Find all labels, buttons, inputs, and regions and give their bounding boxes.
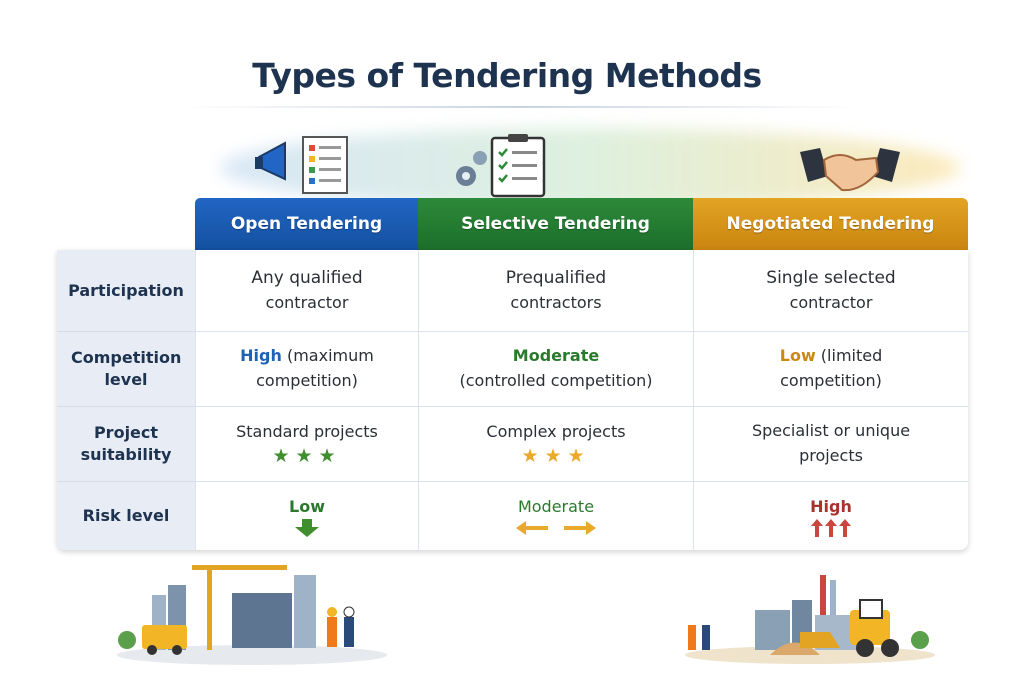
cell-negotiated-competition: Low (limited competition) bbox=[693, 332, 968, 407]
cell-text: Specialist or unique bbox=[751, 421, 911, 441]
row-label-participation: Participation bbox=[57, 250, 195, 332]
cell-selective-suitability: Complex projects ★★★ bbox=[418, 407, 693, 482]
tendering-comparison-table: Open Tendering Selective Tendering Negot… bbox=[57, 198, 968, 550]
row-label-project-suitability: Project suitability bbox=[57, 407, 195, 482]
cell-text: (controlled competition) bbox=[459, 371, 653, 390]
cell-negotiated-risk: High bbox=[693, 482, 968, 550]
left-right-arrow-icon bbox=[516, 521, 596, 536]
handshake-icon bbox=[800, 148, 900, 192]
down-arrow-icon bbox=[295, 519, 319, 538]
cell-selective-participation: Prequalified contractors bbox=[418, 250, 693, 332]
cell-negotiated-participation: Single selected contractor bbox=[693, 250, 968, 332]
cell-text: contractor bbox=[789, 293, 873, 313]
risk-value: Moderate bbox=[517, 496, 595, 516]
cell-text: Prequalified bbox=[505, 267, 607, 288]
cell-text: competition) bbox=[256, 371, 358, 390]
competition-level-low: Low bbox=[779, 346, 816, 366]
clipboard-checklist-icon bbox=[456, 134, 546, 198]
cell-open-participation: Any qualified contractor bbox=[195, 250, 418, 332]
construction-site-illustration-left bbox=[117, 565, 387, 665]
cell-open-competition: High (maximum competition) bbox=[195, 332, 418, 407]
cell-selective-risk: Moderate bbox=[418, 482, 693, 550]
cell-open-risk: Low bbox=[195, 482, 418, 550]
cell-open-suitability: Standard projects ★★★ bbox=[195, 407, 418, 482]
row-label-text: Competition level bbox=[71, 348, 182, 389]
cell-text: contractor bbox=[265, 293, 349, 313]
cell-text: Standard projects bbox=[236, 422, 378, 442]
cell-text: competition) bbox=[780, 371, 882, 390]
risk-value: Low bbox=[289, 496, 325, 516]
column-header-negotiated-tendering: Negotiated Tendering bbox=[693, 198, 968, 250]
cell-text: Single selected bbox=[766, 267, 896, 288]
competition-level-high: High bbox=[240, 346, 282, 366]
cell-selective-competition: Moderate (controlled competition) bbox=[418, 332, 693, 407]
row-label-risk-level: Risk level bbox=[57, 482, 195, 550]
star-rating-icon: ★★★ bbox=[272, 445, 342, 467]
column-header-open-tendering: Open Tendering bbox=[195, 198, 418, 250]
row-label-text: Project suitability bbox=[80, 423, 172, 464]
cell-text: (limited bbox=[815, 346, 883, 366]
row-label-competition-level: Competition level bbox=[57, 332, 195, 407]
triple-up-arrow-icon bbox=[811, 519, 851, 538]
page-title: Types of Tendering Methods bbox=[252, 56, 762, 95]
construction-site-illustration-right bbox=[685, 575, 935, 664]
cell-text: Complex projects bbox=[486, 422, 626, 442]
star-rating-icon: ★★★ bbox=[521, 445, 591, 467]
cell-text: projects bbox=[799, 446, 863, 465]
competition-level-moderate: Moderate bbox=[512, 346, 600, 366]
cell-text: (maximum bbox=[281, 346, 374, 366]
cell-negotiated-suitability: Specialist or unique projects bbox=[693, 407, 968, 482]
cell-text: Any qualified bbox=[251, 267, 363, 288]
cell-text: contractors bbox=[510, 293, 602, 313]
megaphone-document-icon bbox=[255, 136, 348, 194]
title-divider bbox=[180, 106, 860, 108]
column-header-selective-tendering: Selective Tendering bbox=[418, 198, 693, 250]
risk-value: High bbox=[810, 496, 852, 516]
